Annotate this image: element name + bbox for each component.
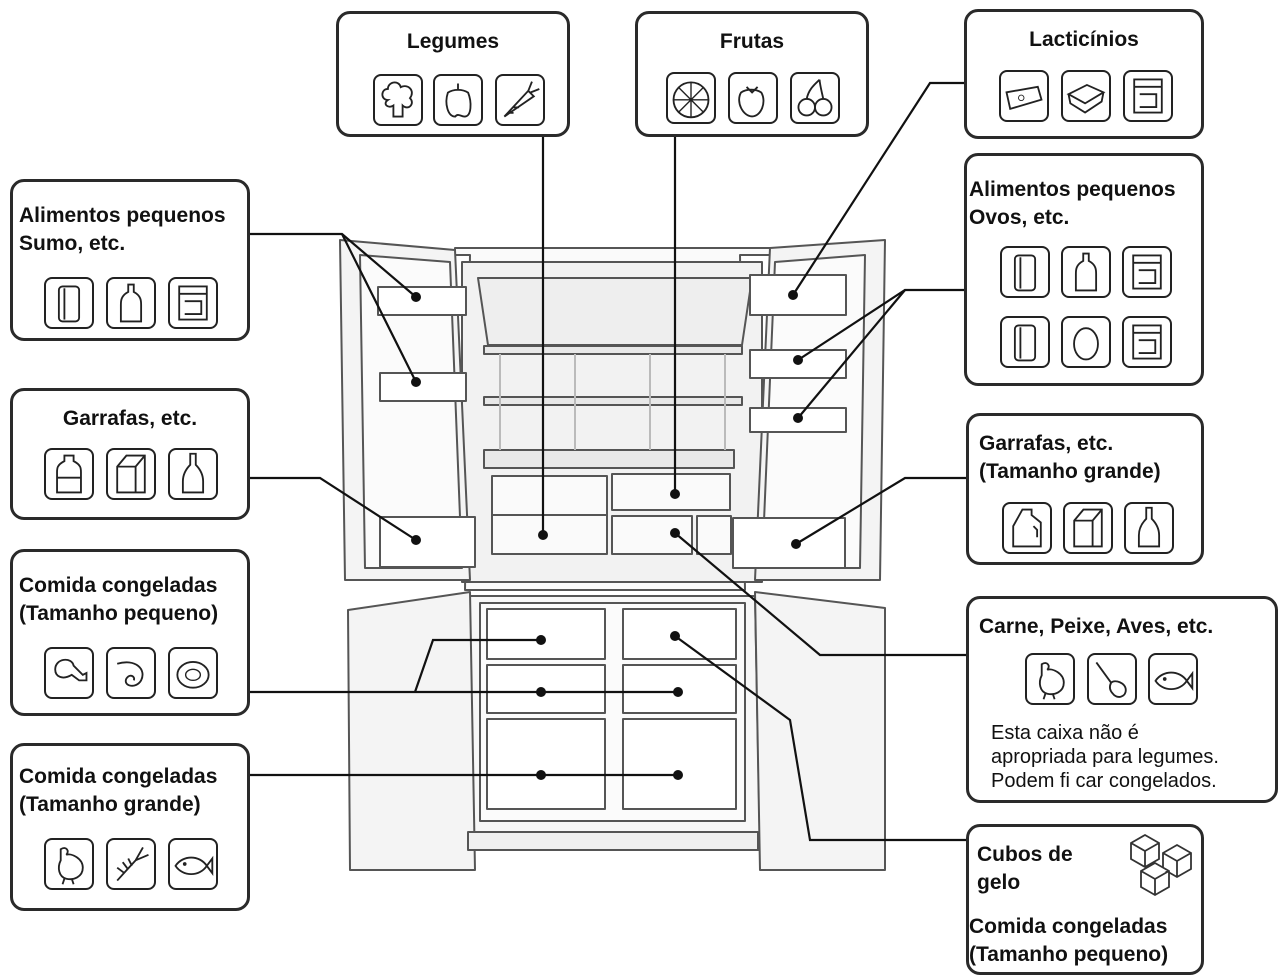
plastic-bottle-icon <box>44 448 94 500</box>
fish-steak-icon <box>168 647 218 699</box>
can-icon <box>44 277 94 329</box>
container-icon <box>1123 70 1173 122</box>
sauce-bottle-icon <box>1061 246 1111 298</box>
frutas-title: Frutas <box>719 30 785 53</box>
glass-bottle-icon <box>168 448 218 500</box>
frutas-box: Frutas <box>635 11 869 137</box>
glass-bottle-icon <box>1124 502 1174 554</box>
garrafas-right-box: Garrafas, etc. (Tamanho grande) <box>966 413 1204 565</box>
lacticinios-title: Lacticínios <box>1029 28 1139 51</box>
cubos-line2: gelo <box>977 871 1021 894</box>
chicken-icon <box>44 838 94 890</box>
lacticinios-box: Lacticínios <box>964 9 1204 139</box>
jug-icon <box>1002 502 1052 554</box>
note-line3: Podem fi car congelados. <box>991 770 1217 792</box>
container-icon <box>1122 316 1172 368</box>
note-line1: Esta caixa não é <box>991 722 1139 744</box>
congeladas-large-line2: (Tamanho grande) <box>19 793 201 816</box>
milk-carton-icon <box>1063 502 1113 554</box>
alimentos-right-line2: Ovos, etc. <box>969 206 1070 229</box>
fish-icon <box>1148 653 1198 705</box>
orange-slice-icon <box>666 72 716 124</box>
cubos-congeladas-line2: (Tamanho pequeno) <box>969 943 1169 966</box>
shrimp-icon <box>106 647 156 699</box>
congeladas-small-line2: (Tamanho pequeno) <box>19 602 219 625</box>
lobster-icon <box>106 838 156 890</box>
garrafas-left-box: Garrafas, etc. <box>10 388 250 520</box>
container-icon <box>1122 246 1172 298</box>
garrafas-right-line2: (Tamanho grande) <box>979 460 1161 483</box>
chicken-leg-icon <box>44 647 94 699</box>
alimentos-left-line1: Alimentos pequenos <box>19 204 226 227</box>
congeladas-grande-box: Comida congeladas (Tamanho grande) <box>10 743 250 911</box>
garrafas-right-line1: Garrafas, etc. <box>979 432 1114 455</box>
note-line2: apropriada para legumes. <box>991 746 1219 768</box>
butter-icon <box>1061 70 1111 122</box>
broccoli-icon <box>373 74 423 126</box>
cubos-de-gelo-box: Cubos de gelo Comida congeladas (Tamanho… <box>966 824 1204 975</box>
sauce-bottle-icon <box>106 277 156 329</box>
leader-dots <box>411 290 803 780</box>
container-icon <box>168 277 218 329</box>
chicken-icon <box>1025 653 1075 705</box>
alimentos-pequenos-left-box: Alimentos pequenos Sumo, etc. <box>10 179 250 341</box>
milk-carton-icon <box>106 448 156 500</box>
cheese-icon <box>999 70 1049 122</box>
cherry-icon <box>790 72 840 124</box>
fish-icon <box>168 838 218 890</box>
alimentos-left-line2: Sumo, etc. <box>19 232 126 255</box>
cubos-line1: Cubos de <box>977 843 1073 866</box>
strawberry-icon <box>728 72 778 124</box>
alimentos-pequenos-right-box: Alimentos pequenos Ovos, etc. <box>964 153 1204 386</box>
egg-icon <box>1061 316 1111 368</box>
ice-cubes-icon <box>1130 833 1192 897</box>
congeladas-pequeno-box: Comida congeladas (Tamanho pequeno) <box>10 549 250 716</box>
carne-peixe-aves-box: Carne, Peixe, Aves, etc. Esta caixa não … <box>966 596 1278 803</box>
garrafas-left-title: Garrafas, etc. <box>62 407 198 430</box>
leader-lines <box>250 81 966 842</box>
can-icon <box>1000 316 1050 368</box>
can-icon <box>1000 246 1050 298</box>
carne-title: Carne, Peixe, Aves, etc. <box>979 615 1214 638</box>
meat-leg-icon <box>1087 653 1137 705</box>
pepper-icon <box>433 74 483 126</box>
legumes-box: Legumes <box>336 11 570 137</box>
congeladas-large-line1: Comida congeladas <box>19 765 218 788</box>
legumes-title: Legumes <box>406 30 500 53</box>
cubos-congeladas-line1: Comida congeladas <box>969 915 1168 938</box>
alimentos-right-line1: Alimentos pequenos <box>969 178 1176 201</box>
carrot-icon <box>495 74 545 126</box>
congeladas-small-line1: Comida congeladas <box>19 574 218 597</box>
